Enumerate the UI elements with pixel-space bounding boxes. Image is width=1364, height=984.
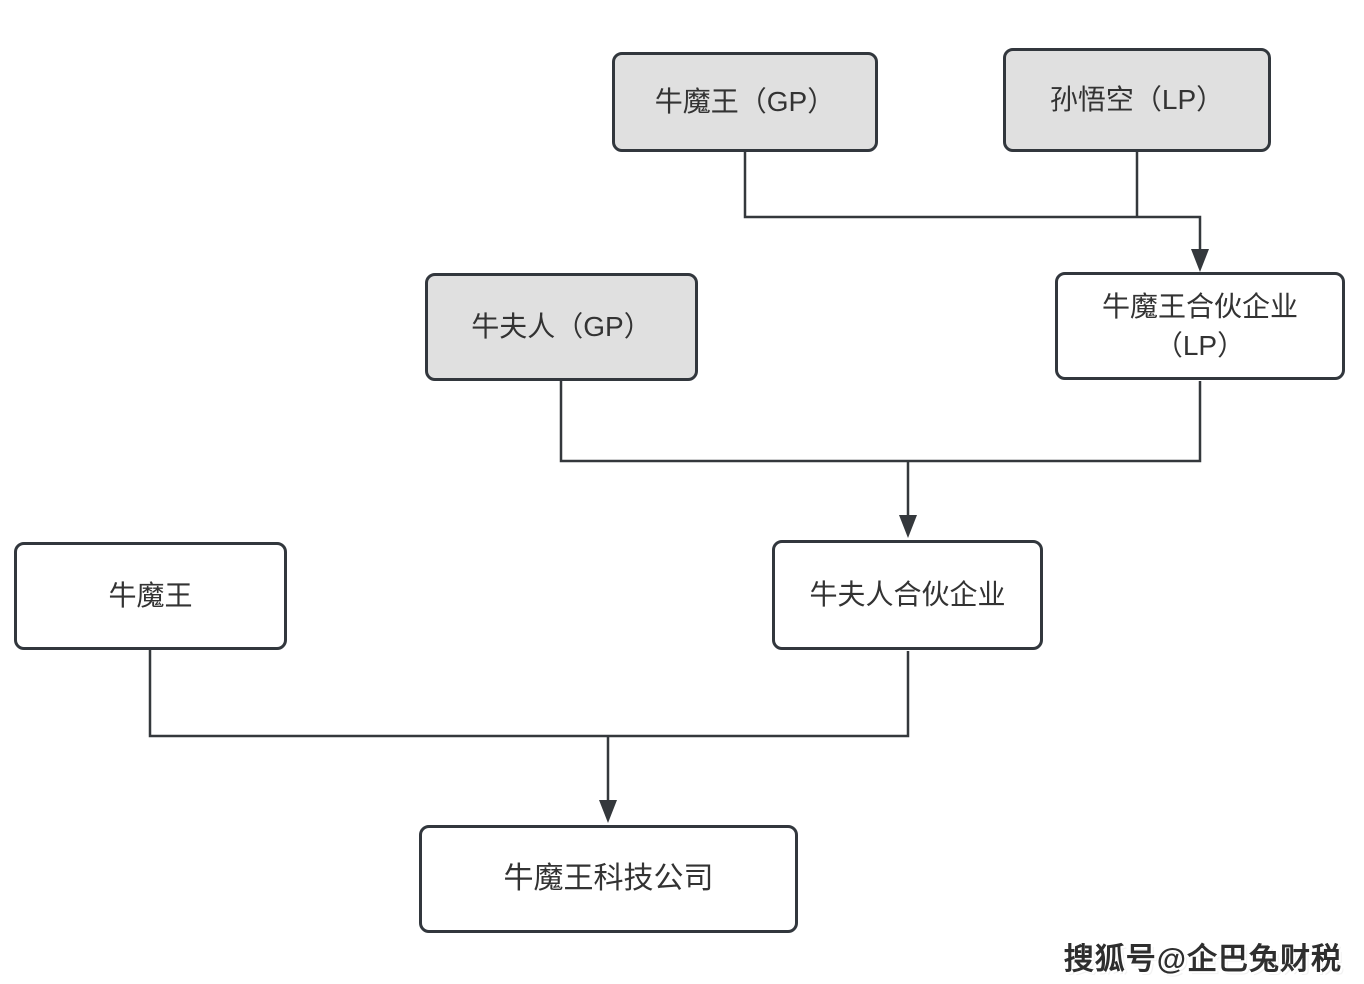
node-sunwukong-lp: 孙悟空（LP） <box>1003 48 1271 152</box>
node-niufuren-gp: 牛夫人（GP） <box>425 273 698 381</box>
node-niufuren-gp-label: 牛夫人（GP） <box>471 311 652 343</box>
arrowhead-to-niumowang-tech <box>599 800 617 823</box>
node-niumowang-partnership-line2: （LP） <box>1154 330 1246 361</box>
connector-middle-group <box>559 381 1202 463</box>
node-niumowang: 牛魔王 <box>14 542 287 650</box>
connector-top-group <box>743 152 1202 250</box>
node-niumowang-gp: 牛魔王（GP） <box>612 52 878 152</box>
node-niufuren-partnership-label: 牛夫人合伙企业 <box>809 579 1006 611</box>
node-niumowang-partnership-line1: 牛魔王合伙企业 <box>1101 290 1298 322</box>
watermark-sohu: 搜狐号@企巴兔财税 <box>1063 943 1342 976</box>
node-niumowang-tech: 牛魔王科技公司 <box>419 825 798 933</box>
node-niumowang-tech-label: 牛魔王科技公司 <box>503 862 714 895</box>
connector-bottom-group <box>148 650 910 738</box>
node-niumowang-label: 牛魔王 <box>108 580 193 612</box>
node-niufuren-partnership: 牛夫人合伙企业 <box>772 540 1043 650</box>
arrowhead-to-niumowang-partnership <box>1191 249 1209 272</box>
node-niumowang-partnership-label: 牛魔王合伙企业 （LP） <box>1102 287 1298 365</box>
node-sunwukong-lp-label: 孙悟空（LP） <box>1049 84 1225 116</box>
node-niumowang-partnership: 牛魔王合伙企业 （LP） <box>1055 272 1345 380</box>
arrowhead-to-niufuren-partnership <box>899 515 917 538</box>
node-niumowang-gp-label: 牛魔王（GP） <box>654 86 836 118</box>
